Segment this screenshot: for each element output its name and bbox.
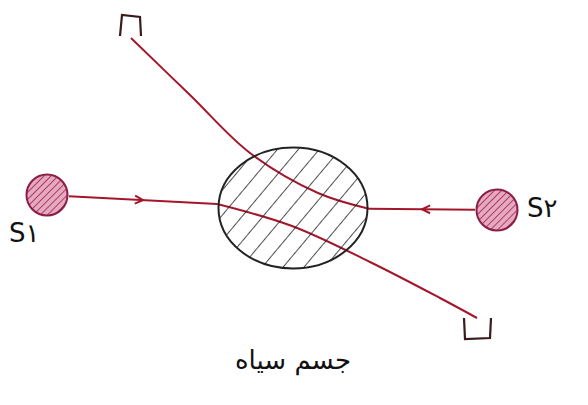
body-outline [217,146,369,270]
source-shape [477,190,518,231]
source-outline [25,173,69,217]
source-circle: S۱ [25,173,69,217]
source-outline [475,188,519,232]
source-label: S۱ [9,219,39,248]
arrowhead [135,196,143,204]
ray-line [69,196,217,204]
light-ray [369,205,475,213]
source-label: S۲ [527,194,557,223]
body-label: جسم سیاه [235,346,351,375]
source-circle: S۲ [475,188,519,232]
light-ray [69,196,217,204]
detector-symbol [120,15,141,36]
source-shape [27,175,68,216]
detector-symbol [464,318,491,339]
black-body: جسم سیاه [217,146,369,270]
arrowhead [422,205,430,213]
body-shape [219,148,368,269]
